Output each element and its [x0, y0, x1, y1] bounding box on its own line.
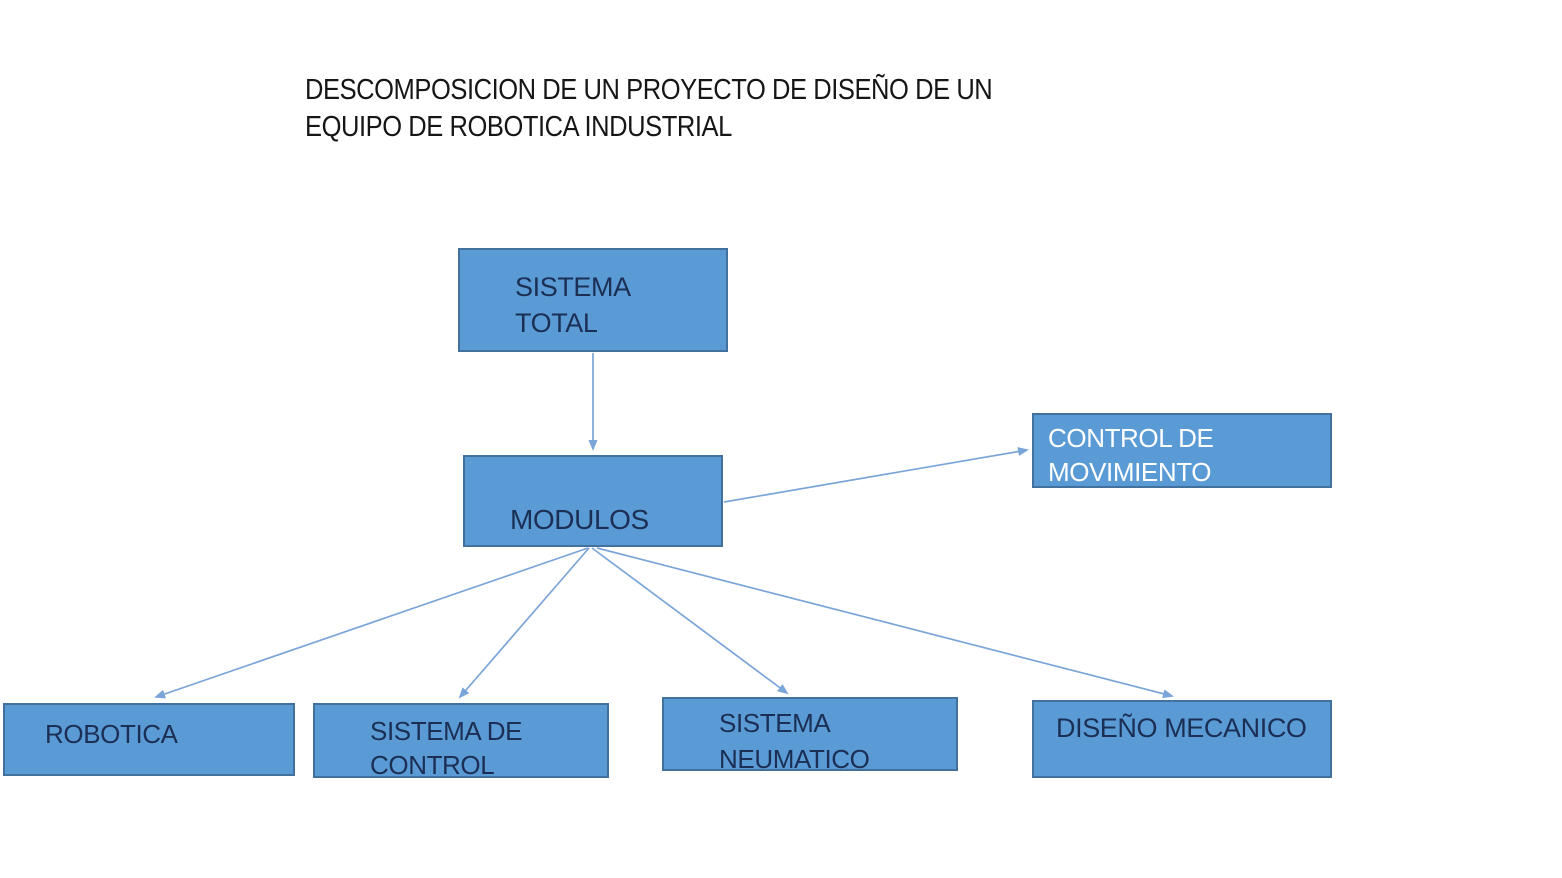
- node-robotica: ROBOTICA: [3, 703, 295, 776]
- edge-modulos-to-diseno-mecanico: [596, 547, 1174, 699]
- edge-modulos-to-control-de-movimiento: [723, 447, 1029, 503]
- node-label-line: MODULOS: [510, 504, 649, 535]
- node-label-line: NEUMATICO: [719, 744, 870, 774]
- node-label-line: SISTEMA DE: [370, 716, 523, 746]
- edge-modulos-to-sistema-de-control: [458, 547, 590, 699]
- node-label-line: CONTROL DE: [1048, 423, 1214, 453]
- node-control-de-movimiento: CONTROL DE MOVIMIENTO: [1032, 413, 1332, 488]
- node-modulos: MODULOS: [463, 455, 723, 547]
- node-label-line: MOVIMIENTO: [1048, 457, 1212, 487]
- node-diseno-mecanico: DISEÑO MECANICO: [1032, 700, 1332, 778]
- node-sistema-total: SISTEMA TOTAL: [458, 248, 728, 352]
- slide-title-line-1: DESCOMPOSICION DE UN PROYECTO DE DISEÑO …: [305, 74, 993, 106]
- node-label-line: DISEÑO MECANICO: [1056, 713, 1307, 743]
- edge-modulos-to-sistema-neumatico: [591, 547, 789, 695]
- node-sistema-de-control: SISTEMA DE CONTROL: [313, 703, 609, 780]
- node-label-line: SISTEMA: [515, 272, 631, 302]
- node-label-line: TOTAL: [515, 308, 598, 338]
- node-label-line: CONTROL: [370, 750, 495, 780]
- node-sistema-neumatico: SISTEMA NEUMATICO: [662, 697, 958, 774]
- node-label-line: ROBOTICA: [45, 719, 178, 749]
- node-label-line: SISTEMA: [719, 708, 831, 738]
- slide-title-line-2: EQUIPO DE ROBOTICA INDUSTRIAL: [305, 111, 732, 143]
- slide-title: DESCOMPOSICION DE UN PROYECTO DE DISEÑO …: [305, 72, 993, 146]
- edge-modulos-to-robotica: [154, 547, 589, 699]
